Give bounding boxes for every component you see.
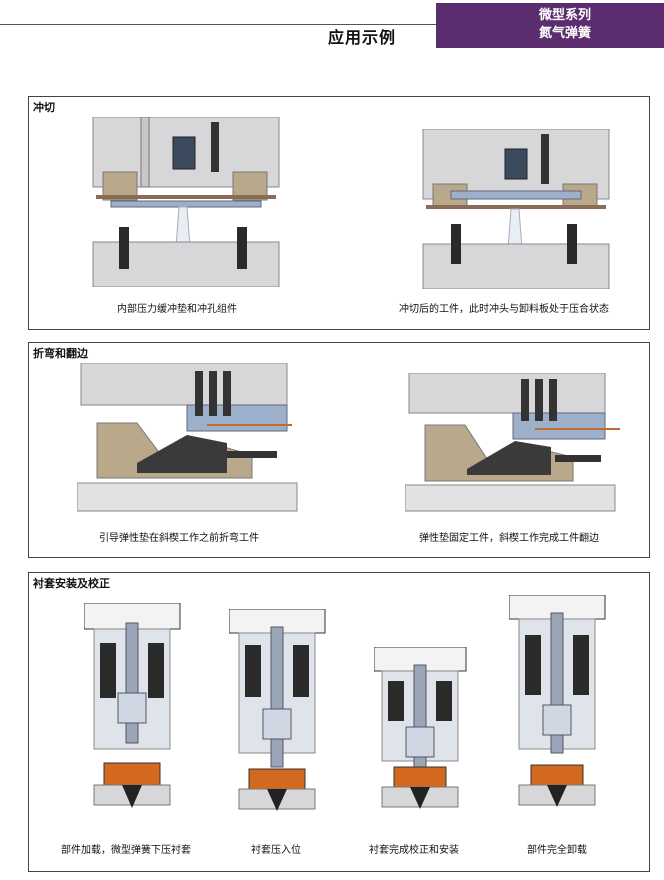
caption-bushing-3: 衬套完成校正和安装 (369, 845, 459, 856)
piercing-diagram-before (92, 117, 280, 287)
brand-line1: 微型系列 (538, 8, 591, 23)
section-piercing: 冲切 内部压力缓冲垫和冲孔组件 冲切后的工件，此时冲头与卸料板处于压合状态 (28, 96, 650, 330)
section-title: 衬套安装及校正 (33, 577, 110, 590)
bushing-diagram-4 (509, 595, 606, 807)
piercing-diagram-after (422, 129, 610, 289)
caption-bushing-1: 部件加载，微型弹簧下压衬套 (61, 845, 191, 856)
header-rule (0, 24, 436, 25)
bending-diagram-after (405, 373, 620, 512)
bushing-diagram-3 (374, 647, 467, 809)
caption-bending-before: 引导弹性垫在斜楔工作之前折弯工件 (99, 533, 259, 544)
caption-bending-after: 弹性垫固定工件，斜楔工作完成工件翻边 (419, 533, 599, 544)
brand-line2: 氮气弹簧 (538, 26, 591, 41)
brand-badge: 微型系列 氮气弹簧 (436, 3, 664, 48)
section-bending: 折弯和翻边 引导弹性垫在斜楔工作之前折弯工件 弹性垫固定工件，斜楔工作完成工件翻… (28, 342, 650, 558)
caption-bushing-2: 衬套压入位 (251, 845, 301, 856)
caption-piercing-after: 冲切后的工件，此时冲头与卸料板处于压合状态 (399, 304, 609, 315)
bushing-diagram-1 (84, 603, 181, 808)
section-title: 冲切 (33, 101, 55, 114)
bushing-diagram-2 (229, 609, 326, 811)
bending-diagram-before (77, 363, 298, 512)
caption-piercing-before: 内部压力缓冲垫和冲孔组件 (117, 304, 237, 315)
section-bushing: 衬套安装及校正 部件加载，微型弹簧下压衬套 衬套压入位 衬套完成校正和安装 (28, 572, 650, 872)
section-title: 折弯和翻边 (33, 347, 88, 360)
page-title: 应用示例 (328, 28, 397, 47)
caption-bushing-4: 部件完全卸载 (527, 845, 587, 856)
